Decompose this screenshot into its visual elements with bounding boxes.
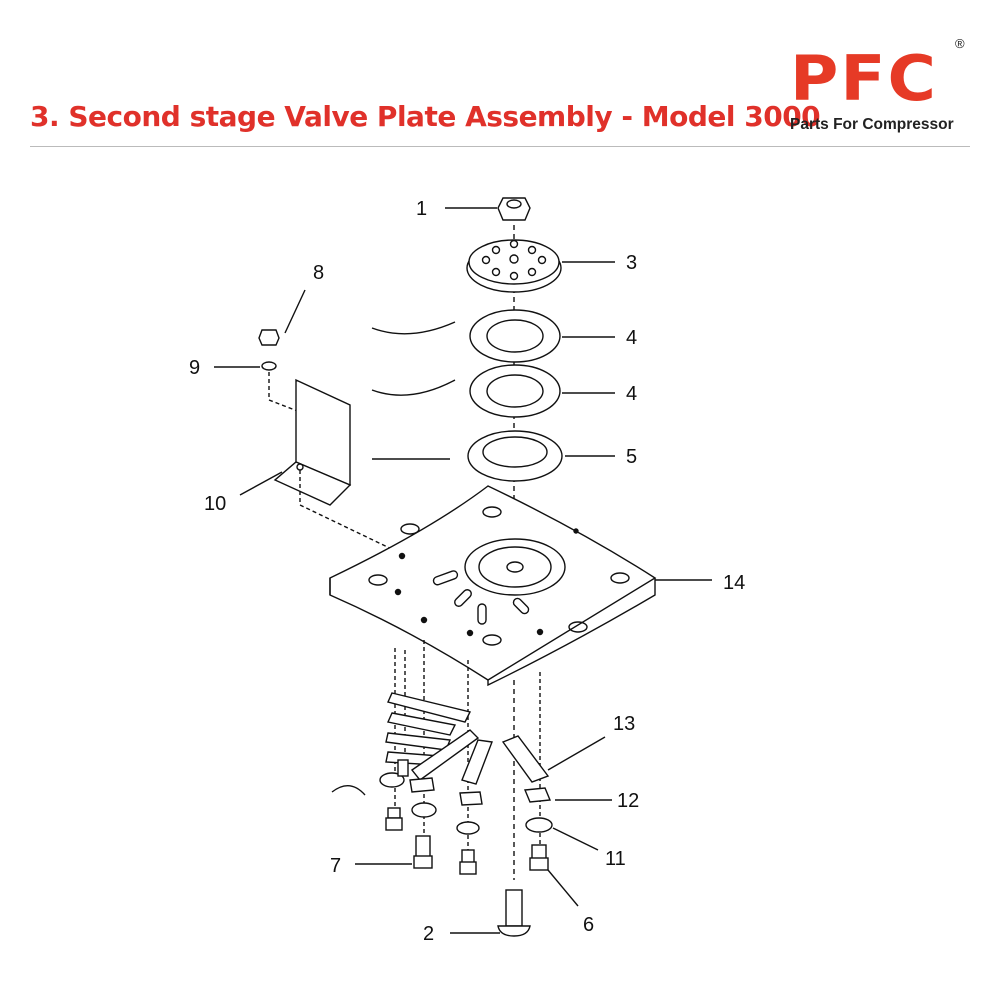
- callout-5: 5: [626, 446, 637, 468]
- part-3-perforated-disc: [466, 239, 562, 293]
- callout-9: 9: [189, 357, 200, 379]
- registered-mark: ®: [955, 36, 965, 51]
- part-14-valve-plate: [329, 485, 657, 687]
- header-divider: [30, 146, 970, 147]
- callout-10: 10: [204, 493, 226, 515]
- part-4-spring-washer-lower: [371, 364, 561, 418]
- logo-mark: PFC: [790, 41, 938, 116]
- part-4-spring-washer-upper: [371, 309, 561, 363]
- callout-11: 11: [605, 848, 626, 870]
- callout-1: 1: [416, 198, 427, 220]
- part-2-bolt: [497, 889, 531, 937]
- part-9-washer: [261, 361, 277, 371]
- callout-4-lower: 4: [626, 383, 637, 405]
- part-8-nut: [258, 329, 280, 346]
- part-6-screw: [529, 844, 549, 871]
- callout-7: 7: [330, 855, 341, 877]
- part-13-reeds: [385, 692, 550, 785]
- part-12-retainer: [409, 777, 552, 806]
- callout-8: 8: [313, 262, 324, 284]
- part-5-ring: [372, 430, 563, 482]
- part-7-screws: [385, 759, 477, 875]
- part-11-washers: [331, 772, 553, 835]
- callout-12: 12: [617, 790, 639, 812]
- callout-6: 6: [583, 914, 594, 936]
- part-1-nut: [497, 197, 531, 221]
- callout-14: 14: [723, 572, 745, 594]
- pfc-logo: PFC ® Parts For Compressor: [790, 36, 970, 138]
- callout-3: 3: [626, 252, 637, 274]
- part-10-bracket: [273, 378, 352, 506]
- callout-13: 13: [613, 713, 635, 735]
- callout-4-upper: 4: [626, 327, 637, 349]
- logo-tagline: Parts For Compressor: [790, 116, 954, 133]
- leader-lines: [214, 207, 712, 934]
- callout-2: 2: [423, 923, 434, 945]
- page-title: 3. Second stage Valve Plate Assembly - M…: [30, 100, 821, 133]
